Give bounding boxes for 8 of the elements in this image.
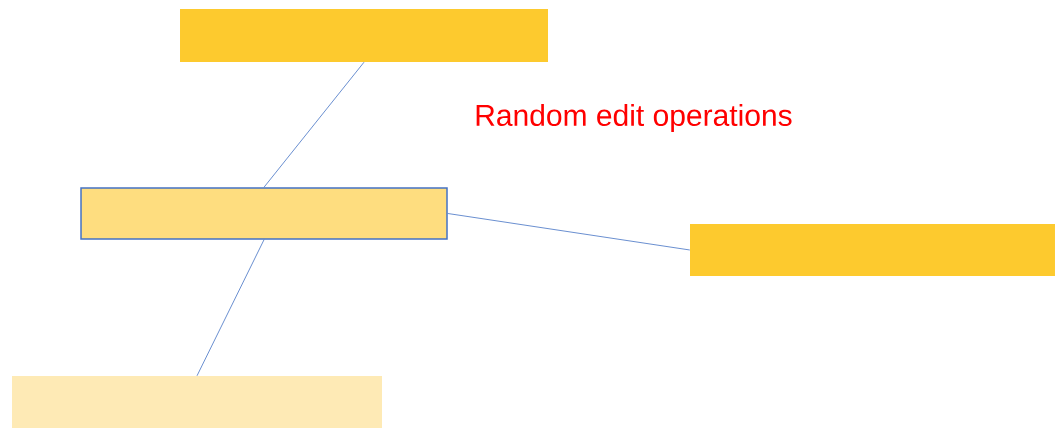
bar	[80, 187, 448, 240]
bar	[690, 224, 1055, 276]
connector-line	[447, 213, 691, 251]
bar	[12, 376, 382, 428]
bar	[180, 9, 548, 62]
heading: Random edit operations	[476, 104, 792, 132]
connector-line	[263, 61, 365, 188]
connector-line	[196, 239, 265, 377]
